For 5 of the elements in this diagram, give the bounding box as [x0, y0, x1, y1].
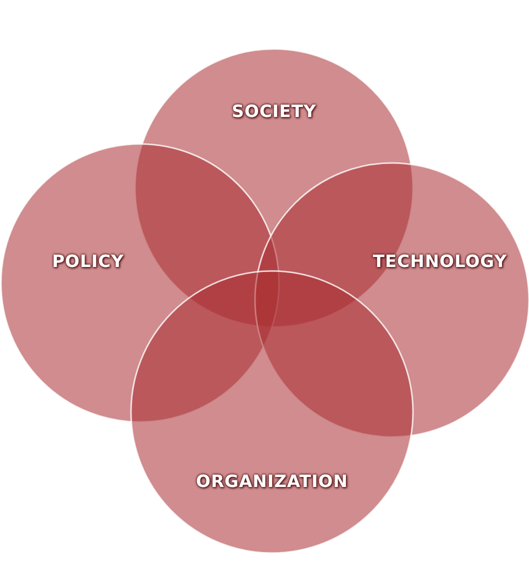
circle-label: POLICY	[52, 252, 124, 272]
circle-label: ORGANIZATION	[196, 472, 348, 492]
circle-label: TECHNOLOGY	[372, 252, 508, 272]
venn-circle	[130, 270, 414, 554]
circle-label: SOCIETY	[232, 102, 316, 122]
